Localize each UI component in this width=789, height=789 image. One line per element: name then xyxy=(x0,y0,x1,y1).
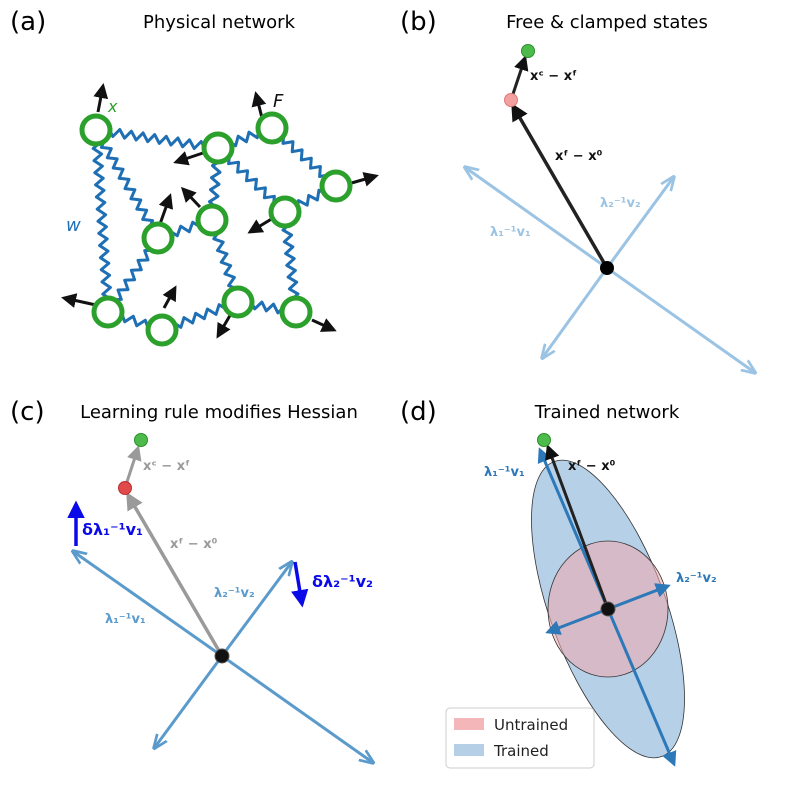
legend-swatch-trained xyxy=(454,744,484,756)
free-label: xᶠ − x⁰ xyxy=(555,149,603,164)
eigvec-1-arrow xyxy=(74,552,223,658)
panel-c-title: Learning rule modifies Hessian xyxy=(80,402,358,423)
clamp-displacement-arrow xyxy=(123,445,142,489)
eigvec-2-arrow-neg xyxy=(545,607,609,635)
free-label: xᶠ − x⁰ xyxy=(568,459,616,474)
eigvec-1-arrow-neg xyxy=(606,608,677,767)
delta-eigvec-2-arrow xyxy=(291,561,309,608)
spring xyxy=(94,129,160,239)
panel-d-label: (d) xyxy=(400,397,437,427)
network-node xyxy=(319,169,353,203)
panel-d-title: Trained network xyxy=(534,402,680,423)
legend-label-untrained: Untrained xyxy=(494,716,568,734)
free-displacement-arrow xyxy=(511,102,609,269)
network-node xyxy=(141,221,175,255)
eigvec-1-arrow xyxy=(466,168,608,270)
free-state-point xyxy=(118,481,132,495)
eigvec-1-label: λ₁⁻¹v₁ xyxy=(484,465,525,480)
node-label-x: x xyxy=(107,97,118,116)
network-node xyxy=(221,285,255,319)
origin-point xyxy=(600,261,614,275)
free-displacement-arrow xyxy=(545,444,610,610)
network-node xyxy=(201,131,235,165)
force-arrow xyxy=(93,83,109,113)
clamp-displacement-arrow xyxy=(509,55,529,101)
clamp-label: xᶜ − xᶠ xyxy=(530,69,577,84)
network-node xyxy=(268,195,302,229)
eigvec-2-label: λ₂⁻¹v₂ xyxy=(676,571,717,586)
spring-label-w: w xyxy=(66,215,81,236)
network-node xyxy=(145,313,179,347)
panel-c: (c) Learning rule modifies Hessian xᶜ − … xyxy=(10,397,373,762)
eigvec-1-label: λ₁⁻¹v₁ xyxy=(105,612,146,627)
panel-a-label: (a) xyxy=(10,7,46,37)
force-arrow xyxy=(61,293,97,308)
legend-swatch-untrained xyxy=(454,718,484,730)
panel-d: (d) Trained network xᶠ − x⁰ λ₁⁻¹v₁ λ₂⁻¹v… xyxy=(400,397,717,769)
legend: Untrained Trained xyxy=(445,707,595,769)
delta-eigvec-1-label: δλ₁⁻¹v₁ xyxy=(82,520,143,539)
force-arrow xyxy=(162,285,177,309)
eigvec-1-arrow-neg xyxy=(606,266,754,372)
free-state-point xyxy=(504,93,518,107)
clamp-label: xᶜ − xᶠ xyxy=(143,459,190,474)
free-label: xᶠ − x⁰ xyxy=(170,537,218,552)
panel-c-label: (c) xyxy=(10,397,45,427)
network-node xyxy=(79,113,113,147)
panel-a-title: Physical network xyxy=(143,12,296,33)
origin-point xyxy=(600,601,616,617)
target-point xyxy=(537,433,551,447)
network-node xyxy=(255,111,289,145)
spring xyxy=(90,129,113,313)
legend-label-trained: Trained xyxy=(493,742,549,760)
eigvec-2-arrow xyxy=(220,563,291,657)
force-arrow xyxy=(347,172,379,187)
spring xyxy=(94,126,220,152)
eigvec-2-arrow xyxy=(605,178,673,269)
network-node xyxy=(195,203,229,237)
force-arrows xyxy=(61,83,379,339)
eigvec-2-arrow xyxy=(607,583,671,611)
eigvec-1-arrow-neg xyxy=(221,654,372,762)
panel-a: (a) Physical network x F w xyxy=(10,7,379,347)
panel-b-title: Free & clamped states xyxy=(506,12,708,33)
panel-b: (b) Free & clamped states xᶜ − xᶠ xᶠ − x… xyxy=(400,7,754,372)
force-arrow xyxy=(251,91,267,119)
network-node xyxy=(91,295,125,329)
clamped-state-point xyxy=(521,44,535,58)
clamped-state-point xyxy=(134,433,148,447)
delta-eigvec-2-label: δλ₂⁻¹v₂ xyxy=(312,572,373,591)
nodes xyxy=(79,111,353,347)
force-arrow xyxy=(311,318,337,332)
eigvec-2-arrow-neg xyxy=(155,655,224,747)
origin-point xyxy=(214,648,230,664)
eigvec-2-arrow-neg xyxy=(543,267,609,357)
spring xyxy=(280,211,301,313)
eigvec-1-label: λ₁⁻¹v₁ xyxy=(490,225,531,240)
force-arrow xyxy=(180,186,202,209)
force-arrow xyxy=(173,150,207,166)
eigvec-2-label: λ₂⁻¹v₂ xyxy=(600,196,641,211)
network-node xyxy=(279,295,313,329)
force-label-f: F xyxy=(273,91,284,112)
panel-b-label: (b) xyxy=(400,7,437,37)
free-displacement-arrow xyxy=(126,491,224,657)
eigvec-2-label: λ₂⁻¹v₂ xyxy=(214,586,255,601)
force-arrow xyxy=(158,193,174,225)
